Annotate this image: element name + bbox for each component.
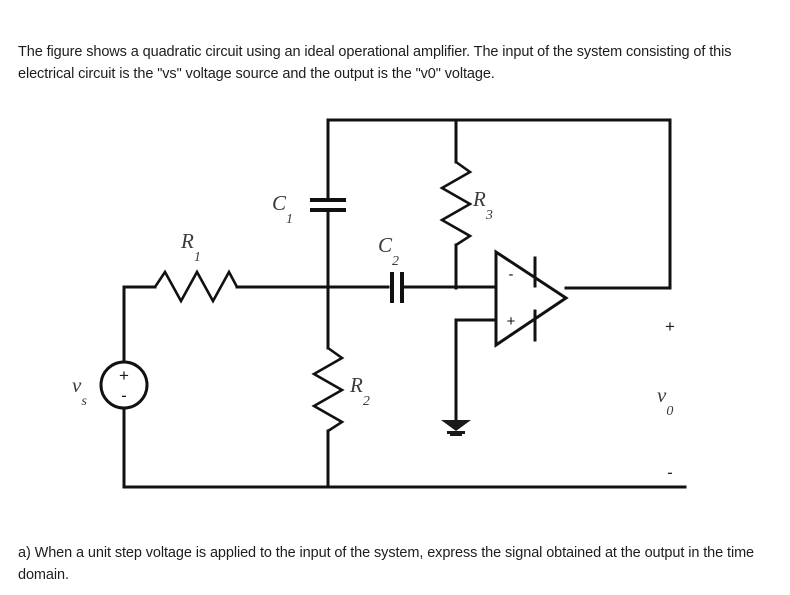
- output-plus-sign: +: [665, 317, 675, 336]
- r2-zigzag: [311, 346, 345, 433]
- c1-label: C1: [272, 191, 293, 227]
- c2-label: C2: [378, 233, 399, 269]
- source-minus-sign: -: [121, 386, 127, 405]
- r2-label: R2: [349, 373, 370, 409]
- r3-zigzag: [439, 160, 473, 247]
- circuit-diagram-svg: C1 R3 + - vs R: [72, 118, 687, 489]
- source-plus-sign: +: [119, 366, 129, 385]
- opamp-inverting-sign: -: [509, 266, 514, 283]
- output-label: v0: [657, 383, 673, 419]
- r1-zigzag: [153, 269, 239, 304]
- opamp-body: [494, 249, 569, 348]
- ground-icon: [441, 420, 471, 436]
- r1-label: R1: [180, 229, 201, 265]
- output-minus-sign: -: [667, 463, 673, 482]
- intro-paragraph: The figure shows a quadratic circuit usi…: [18, 43, 732, 82]
- circuit-figure: C1 R3 + - vs R: [0, 100, 790, 510]
- question-paragraph: a) When a unit step voltage is applied t…: [18, 544, 755, 583]
- r3-label: R3: [472, 187, 493, 223]
- opamp-ground-wire: [454, 318, 498, 422]
- source-label: vs: [72, 373, 87, 409]
- opamp-noninverting-sign: +: [507, 313, 516, 330]
